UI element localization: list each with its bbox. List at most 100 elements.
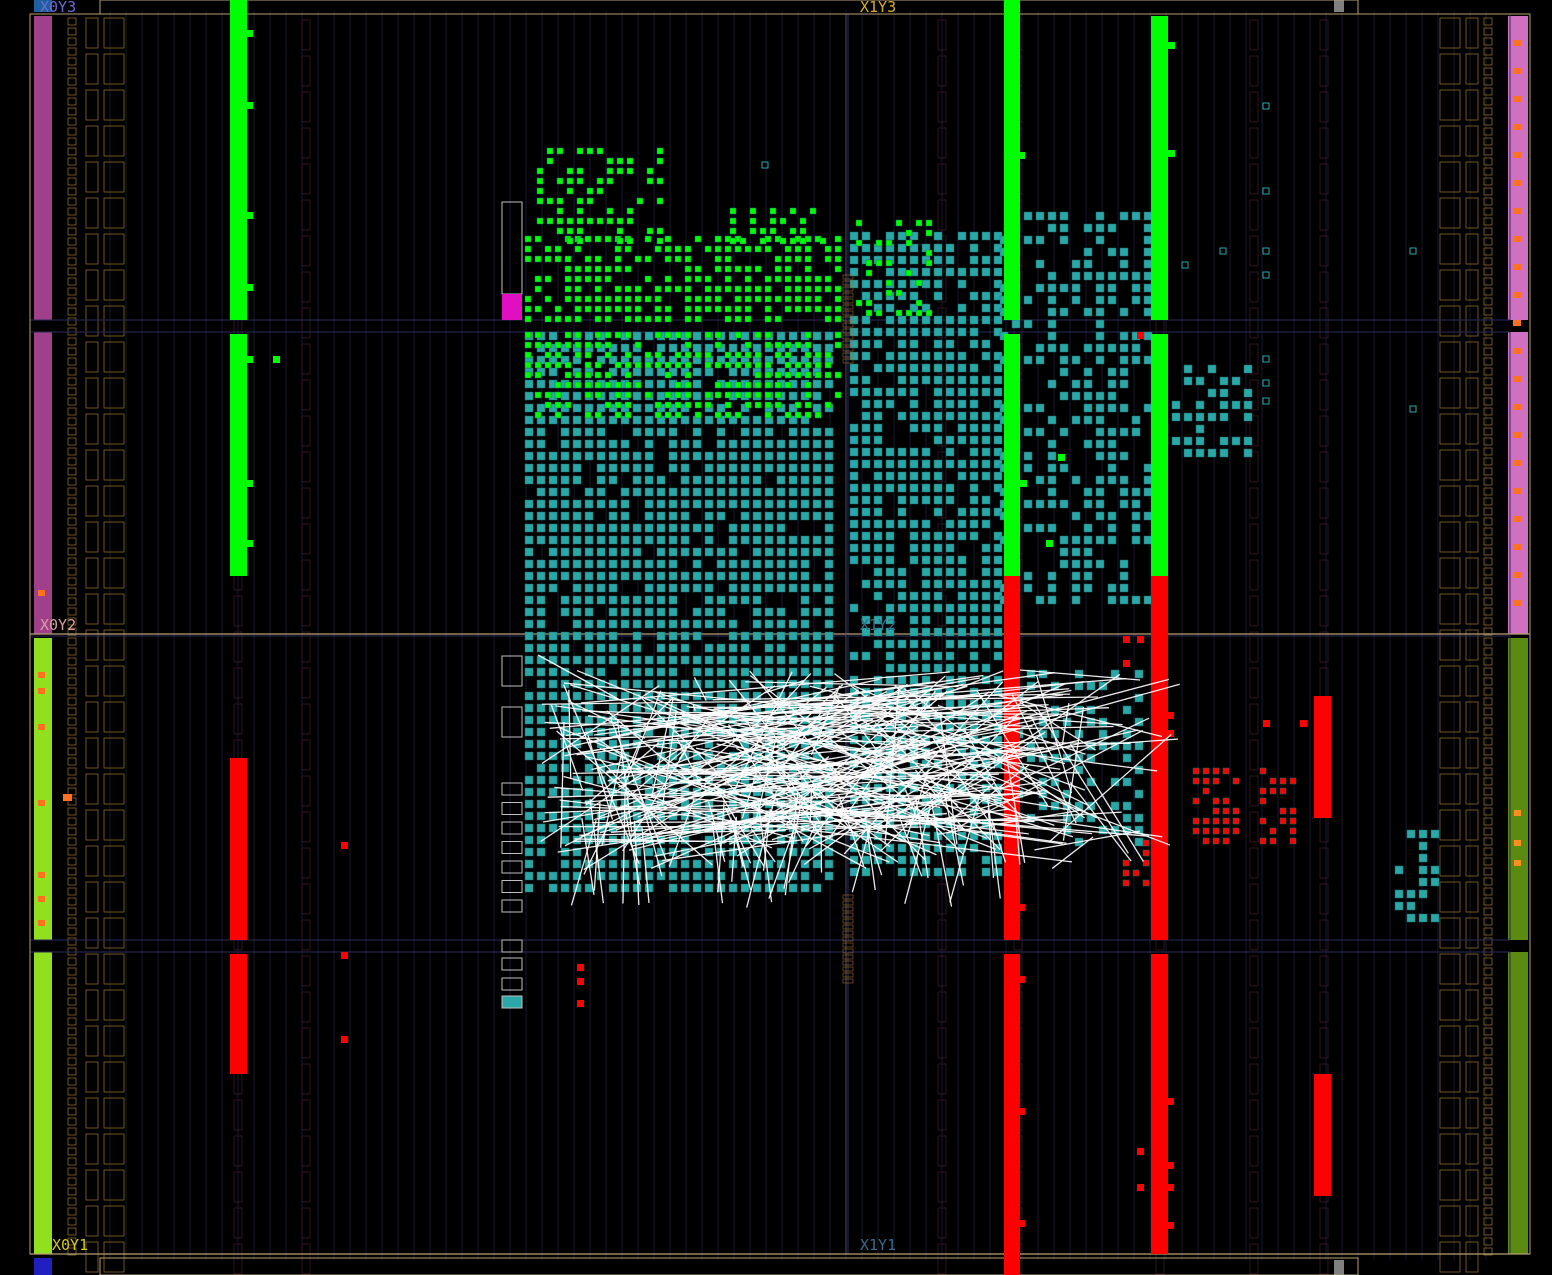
placed-cells-red[interactable] [341,332,1307,1229]
clock-column-bar[interactable] [1151,576,1168,940]
cell-cyan [548,775,558,785]
cell-cyan [524,607,534,617]
cell-green [564,315,572,323]
cell-cyan [1071,511,1081,521]
cell-cyan [873,363,883,373]
cell-green [534,341,542,349]
cell-cyan [1059,355,1069,365]
cell-cyan [584,643,594,653]
tile-site [1483,1127,1493,1136]
cell-green [644,275,652,283]
tile-site [1483,457,1493,466]
clock-column-bar[interactable] [1314,1074,1331,1196]
bram-site [1319,523,1329,555]
clock-column-bar[interactable] [1004,334,1020,576]
cell-cyan [897,843,907,853]
clock-column-bar[interactable] [1004,576,1020,940]
cell-cyan [885,675,895,685]
cell-cyan [885,651,895,661]
net-line [947,782,995,825]
clock-column-bar[interactable] [230,0,247,320]
clock-column-bar[interactable] [230,758,247,940]
tile-site [67,357,77,366]
tile-site [67,1017,77,1026]
cell-green [556,197,564,205]
cell-cyan [933,435,943,445]
cell-green [804,265,812,273]
cell-cyan [716,451,726,461]
region-label-x0y1[interactable]: X0Y1 [52,1236,89,1254]
cell-green [749,207,757,215]
cell-cyan [548,463,558,473]
io-banks [34,0,1528,1275]
net-line [746,790,778,908]
clock-column-bar[interactable] [1151,954,1168,1254]
cell-green [694,295,702,303]
cell-cyan [728,343,738,353]
clock-column-bars[interactable] [230,0,1331,1275]
cell-cyan [812,583,822,593]
clock-column-bar[interactable] [1314,696,1331,818]
tile-site [1483,977,1493,986]
cell-cyan [1035,343,1045,353]
tile-site [1483,1237,1493,1246]
cell-cyan [957,591,967,601]
bram-site [937,955,947,987]
cell-green [784,381,792,389]
region-label-x1y3[interactable]: X1Y3 [860,0,897,16]
cell-green [616,237,624,245]
net-lines[interactable] [537,654,1180,908]
clock-column-bar[interactable] [1151,334,1168,576]
cell-cyan [668,487,678,497]
cell-cyan [993,627,1003,637]
cell-cyan [536,523,546,533]
cell-green [824,275,832,283]
cell-green [754,401,762,409]
bram-site [1249,667,1259,699]
cell-cyan [668,499,678,509]
cell-cyan [692,439,702,449]
clock-column-bar[interactable] [1004,0,1020,320]
net-line [949,796,981,903]
region-label-x0y2[interactable]: X0Y2 [40,616,77,634]
cell-green [616,167,624,175]
misc-sites[interactable] [501,201,854,1009]
cell-cyan [656,427,666,437]
cell-green [804,411,812,419]
tile-site [1483,597,1493,606]
cell-cyan [849,351,859,361]
region-label-x1y1[interactable]: X1Y1 [860,1236,897,1254]
region-label-x0y3[interactable]: X0Y3 [40,0,77,16]
cell-cyan [1023,235,1033,245]
cell-cyan [608,571,618,581]
cell-cyan [1083,259,1093,269]
clock-column-bar[interactable] [230,334,247,576]
tile-site [1483,927,1493,936]
region-label-x1y2[interactable]: X1Y2 [860,616,897,634]
cell-cyan [644,367,654,377]
net-line [732,737,827,769]
cell-cyan [824,871,834,881]
cell-cyan [572,607,582,617]
placed-cells-green[interactable] [246,30,1175,547]
cell-cyan [740,439,750,449]
clock-column-bar[interactable] [1004,954,1020,1275]
cell-cyan [692,607,702,617]
bram-site [937,163,947,195]
cell-cyan [788,883,798,893]
cell-green [794,361,802,369]
cell-green [566,177,574,185]
tile-site [67,1037,77,1046]
cell-green [604,315,612,323]
cell-cyan [752,427,762,437]
cell-green [834,235,842,243]
io-pad [1513,96,1521,102]
cell-green [915,279,923,287]
cell-cyan [945,339,955,349]
cell-cyan [897,267,907,277]
tile-site [842,304,854,310]
clock-column-bar[interactable] [1151,16,1168,320]
clock-column-bar[interactable] [230,954,247,1074]
cell-green [744,315,752,323]
